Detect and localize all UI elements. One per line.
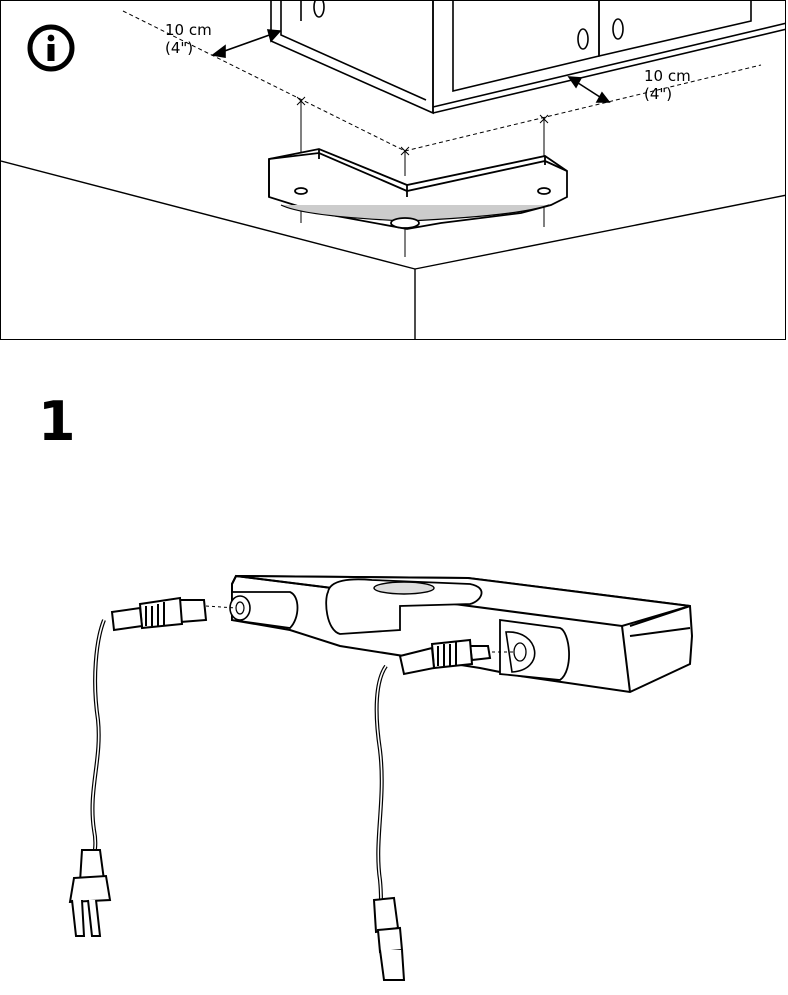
dimension-arrows [211,29,611,103]
cable-connection-illustration [68,574,694,981]
corner-light-unit [268,148,568,230]
dimension-left-imperial: (4") [165,39,194,57]
dimension-left-metric: 10 cm [165,21,212,39]
dimension-right-label: 10 cm (4") [644,67,691,103]
info-icon [27,24,75,72]
wall-lines [1,160,785,339]
right-power-cord [372,638,492,981]
insertion-guides [205,605,514,653]
info-panel: 10 cm (4") 10 cm (4") [0,0,786,340]
dimension-right-imperial: (4") [644,85,673,103]
left-power-cord [68,596,208,937]
alignment-lines [122,10,762,152]
dimension-right-metric: 10 cm [644,67,691,85]
light-bar [229,574,694,694]
dimension-left-label: 10 cm (4") [165,21,212,57]
step-number: 1 [38,390,76,453]
corner-mounting-illustration [1,1,785,339]
wall-cabinets [270,1,785,115]
